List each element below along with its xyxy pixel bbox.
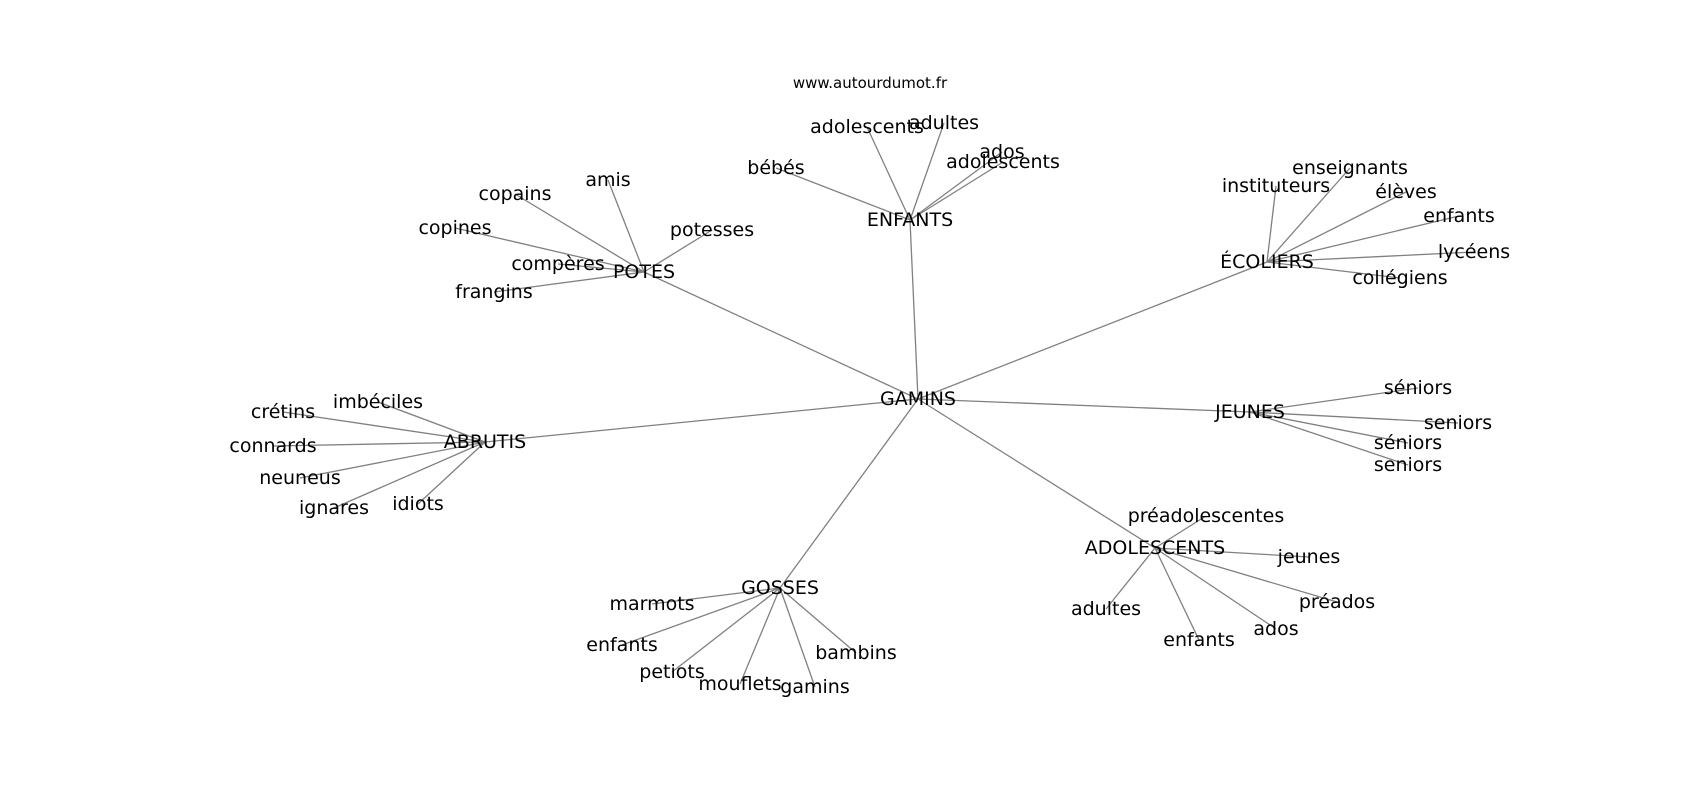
leaf-node: frangins bbox=[455, 281, 532, 303]
edge-ecoliers-1 bbox=[1266, 167, 1351, 263]
edge-potes-3 bbox=[643, 229, 713, 273]
edge-gosses-0 bbox=[651, 587, 781, 605]
leaf-node: idiots bbox=[392, 493, 444, 515]
edge-abrutis-1 bbox=[282, 411, 486, 443]
hub-node-abrutis: ABRUTIS bbox=[444, 431, 526, 453]
leaf-node: adolescents bbox=[946, 151, 1060, 173]
leaf-node: crétins bbox=[251, 401, 315, 423]
edge-gosses-2 bbox=[671, 587, 781, 673]
hub-node-enfants: ENFANTS bbox=[867, 209, 953, 231]
labels: GAMINS POTES amis copains copines potesses com… bbox=[229, 112, 1510, 698]
leaf-node: enfants bbox=[1423, 205, 1494, 227]
edge-adolescents-0 bbox=[1154, 515, 1207, 549]
leaf-node: élèves bbox=[1375, 181, 1437, 203]
edge-adolescents-5 bbox=[1105, 547, 1156, 610]
edge-abrutis-3 bbox=[299, 441, 486, 479]
edge-center-jeunes bbox=[917, 398, 1251, 413]
edge-ecoliers-4 bbox=[1266, 251, 1475, 263]
hub-node-gosses: GOSSES bbox=[741, 577, 819, 599]
leaf-node: séniors bbox=[1374, 432, 1442, 454]
leaf-node: séniors bbox=[1384, 377, 1452, 399]
edge-enfants-0 bbox=[775, 167, 911, 221]
hub-node-adolescents: ADOLESCENTS bbox=[1085, 537, 1225, 559]
edge-adolescents-3 bbox=[1154, 547, 1277, 630]
edge-center-adolescents bbox=[917, 398, 1156, 549]
edge-gosses-5 bbox=[779, 587, 857, 654]
leaf-node: enfants bbox=[1163, 629, 1234, 651]
center-node: GAMINS bbox=[880, 388, 956, 410]
edge-jeunes-1 bbox=[1249, 411, 1459, 424]
leaf-node: adolescents bbox=[810, 116, 924, 138]
leaf-node: bambins bbox=[815, 642, 897, 664]
leaf-node: enseignants bbox=[1292, 157, 1408, 179]
edge-abrutis-0 bbox=[377, 401, 486, 443]
leaf-node: amis bbox=[585, 169, 630, 191]
leaf-node: lycéens bbox=[1438, 241, 1510, 263]
edge-jeunes-3 bbox=[1249, 411, 1409, 466]
hub-node-ecoliers: ÉCOLIERS bbox=[1220, 250, 1314, 273]
leaf-node: ignares bbox=[299, 497, 369, 519]
edge-center-potes bbox=[643, 271, 919, 400]
hub-node-potes: POTES bbox=[613, 261, 675, 283]
leaf-node: petiots bbox=[639, 661, 704, 683]
leaf-node: connards bbox=[229, 435, 316, 457]
edge-gosses-4 bbox=[779, 587, 816, 688]
edge-ecoliers-2 bbox=[1266, 191, 1407, 263]
edge-potes-5 bbox=[493, 271, 645, 293]
edge-ecoliers-5 bbox=[1266, 261, 1401, 279]
edge-ecoliers-3 bbox=[1266, 215, 1460, 263]
edge-adolescents-2 bbox=[1154, 547, 1338, 603]
leaf-node: seniors bbox=[1374, 454, 1442, 476]
leaf-node: jeunes bbox=[1277, 546, 1341, 568]
leaf-node: ados bbox=[979, 141, 1024, 163]
leaf-node: ados bbox=[1253, 618, 1298, 640]
leaf-node: collégiens bbox=[1352, 267, 1447, 289]
leaf-node: gamins bbox=[780, 676, 849, 698]
edge-center-ecoliers bbox=[917, 261, 1268, 400]
edge-jeunes-2 bbox=[1249, 411, 1409, 444]
edge-enfants-3 bbox=[909, 151, 1003, 221]
edge-ecoliers-0 bbox=[1266, 185, 1277, 263]
leaf-node: bébés bbox=[747, 157, 804, 179]
leaf-node: mouflets bbox=[698, 673, 781, 695]
edge-enfants-4 bbox=[909, 161, 1004, 221]
edge-gosses-1 bbox=[621, 587, 781, 646]
edge-adolescents-4 bbox=[1154, 547, 1200, 641]
edge-adolescents-1 bbox=[1154, 547, 1310, 558]
leaf-node: copains bbox=[479, 183, 552, 205]
leaf-node: préadolescentes bbox=[1128, 505, 1285, 527]
leaf-node: enfants bbox=[586, 634, 657, 656]
edge-abrutis-2 bbox=[272, 441, 486, 447]
leaf-node: compères bbox=[511, 253, 604, 275]
leaf-node: imbéciles bbox=[333, 391, 423, 413]
leaf-node: adultes bbox=[1071, 598, 1141, 620]
edge-potes-2 bbox=[454, 227, 645, 273]
leaf-node: seniors bbox=[1424, 412, 1492, 434]
edge-potes-1 bbox=[514, 193, 645, 273]
hub-node-jeunes: JEUNES bbox=[1214, 401, 1285, 423]
edge-center-abrutis bbox=[484, 398, 919, 443]
edge-jeunes-0 bbox=[1249, 387, 1419, 413]
edges bbox=[272, 122, 1475, 688]
leaf-node: copines bbox=[418, 217, 491, 239]
leaf-node: neuneus bbox=[259, 467, 340, 489]
leaf-node: marmots bbox=[609, 593, 694, 615]
edge-abrutis-5 bbox=[417, 441, 486, 505]
edge-abrutis-4 bbox=[333, 441, 486, 509]
leaf-node: potesses bbox=[670, 219, 754, 241]
leaf-node: préados bbox=[1299, 591, 1375, 613]
edge-center-gosses bbox=[779, 398, 919, 589]
leaf-node: instituteurs bbox=[1222, 175, 1330, 197]
edge-potes-0 bbox=[607, 179, 645, 273]
edge-potes-4 bbox=[557, 263, 645, 273]
leaf-node: adultes bbox=[909, 112, 979, 134]
edge-enfants-1 bbox=[866, 126, 911, 221]
edge-center-enfants bbox=[909, 219, 919, 400]
edge-enfants-2 bbox=[909, 122, 945, 221]
edge-gosses-3 bbox=[739, 587, 781, 685]
source-label: www.autourdumot.fr bbox=[793, 74, 948, 92]
